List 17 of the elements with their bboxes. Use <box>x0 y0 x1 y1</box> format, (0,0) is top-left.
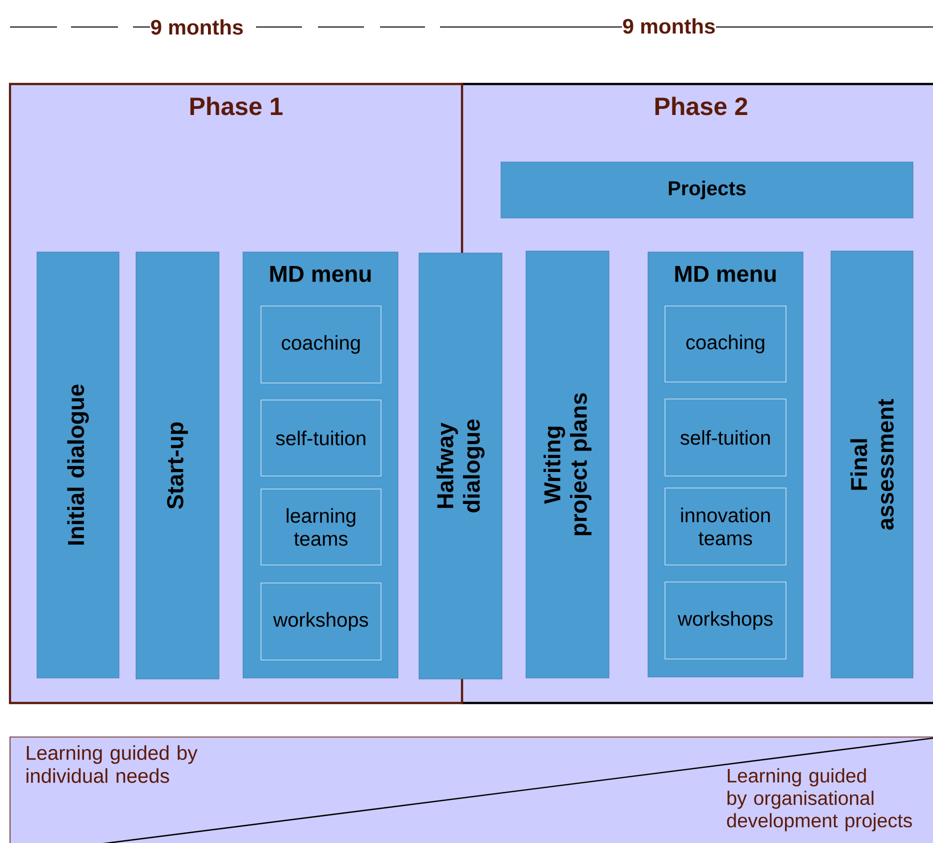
step-column: Halfway dialogue <box>418 252 502 680</box>
menu-item-box: coaching <box>260 306 382 384</box>
duration-label: 9 months <box>623 18 715 34</box>
duration-label: 9 months <box>151 19 243 35</box>
learning-band: Learning guided by individual needs Learning guided by organisational development projects <box>10 736 933 843</box>
menu-item-box: workshops <box>664 582 786 660</box>
step-column: Writing project plans <box>526 250 610 678</box>
step-column: Start-up <box>136 252 220 680</box>
projects-bar: Projects <box>500 162 914 218</box>
step-column: Initial dialogue <box>36 252 120 678</box>
menu-item-box: self-tuition <box>260 400 382 476</box>
step-column: Final assessment <box>830 250 914 678</box>
menu-item-box: learning teams <box>260 488 382 566</box>
menu-item-box: innovation teams <box>664 488 786 566</box>
menu-item-box: coaching <box>664 306 786 382</box>
menu-item-box: self-tuition <box>664 398 786 476</box>
menu-item-box: workshops <box>260 582 382 660</box>
